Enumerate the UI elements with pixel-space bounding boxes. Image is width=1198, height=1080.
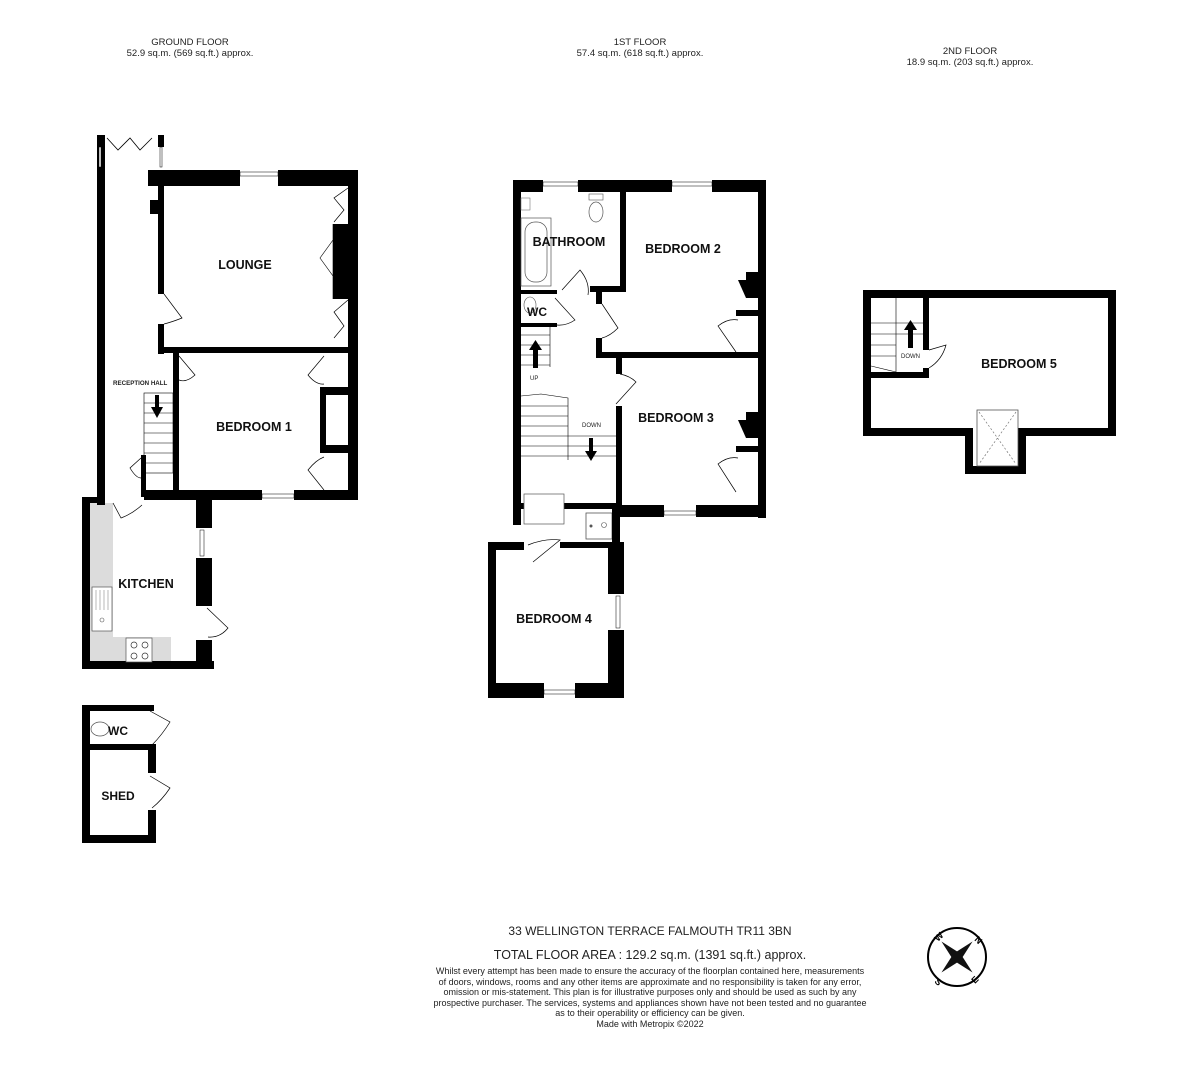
toilet-icon (90, 721, 110, 737)
first-floor-plan: BATHROOM BEDROOM 2 WC UP DOWN BEDROOM 3 … (488, 180, 766, 698)
room-label-outside-wc: WC (108, 724, 128, 738)
stairs-down-label: DOWN (582, 423, 601, 429)
toilet-icon (588, 201, 604, 223)
kitchen-worktop (89, 503, 113, 661)
floor-name: 1ST FLOOR (613, 37, 667, 48)
disclaimer-line: Whilst every attempt has been made to en… (435, 966, 865, 976)
sink-icon (91, 586, 113, 632)
room-label-reception-hall: RECEPTION HALL (113, 380, 168, 387)
made-with-credit: Made with Metropix ©2022 (596, 1018, 704, 1029)
compass-north: N (973, 934, 985, 946)
compass-east: E (969, 974, 980, 985)
disclaimer-line: prospective purchaser. The services, sys… (433, 997, 867, 1008)
bath-icon (520, 217, 552, 287)
disclaimer-line: as to their operability or efficiency ca… (555, 1008, 745, 1019)
room-label-bathroom: BATHROOM (533, 235, 606, 249)
second-floor-plan: DOWN BEDROOM 5 (863, 290, 1116, 474)
first-floor-header: 1ST FLOOR 57.4 sq.m. (618 sq.ft.) approx… (540, 37, 740, 59)
room-label-lounge: LOUNGE (218, 258, 271, 272)
floor-area: 18.9 sq.m. (203 sq.ft.) approx. (906, 57, 1034, 68)
property-address: 33 WELLINGTON TERRACE FALMOUTH TR11 3BN (508, 924, 792, 938)
room-label-bedroom-1: BEDROOM 1 (216, 420, 292, 434)
floor-name: 2ND FLOOR (942, 46, 998, 57)
disclaimer-line: omission or mis-statement. This plan is … (443, 987, 857, 998)
stairs-up-label: UP (530, 376, 538, 382)
total-floor-area: TOTAL FLOOR AREA : 129.2 sq.m. (1391 sq.… (493, 948, 807, 962)
floor-name: GROUND FLOOR (151, 37, 229, 48)
room-label-kitchen: KITCHEN (118, 577, 174, 591)
floor-area: 52.9 sq.m. (569 sq.ft.) approx. (126, 48, 254, 59)
disclaimer-line: of doors, windows, rooms and any other i… (438, 976, 862, 987)
stairs-down-label: DOWN (901, 354, 920, 360)
floor-area: 57.4 sq.m. (618 sq.ft.) approx. (576, 48, 704, 59)
room-label-bedroom-4: BEDROOM 4 (516, 612, 592, 626)
room-label-bedroom-5: BEDROOM 5 (981, 357, 1057, 371)
ground-floor-header: GROUND FLOOR 52.9 sq.m. (569 sq.ft.) app… (90, 37, 290, 59)
disclaimer: Whilst every attempt has been made to en… (420, 966, 880, 1030)
second-floor-header: 2ND FLOOR 18.9 sq.m. (203 sq.ft.) approx… (870, 46, 1070, 68)
compass-icon: W N S E (927, 927, 987, 988)
compass-south: S (933, 976, 944, 987)
room-label-bedroom-3: BEDROOM 3 (638, 411, 714, 425)
ground-floor-plan: LOUNGE BEDROOM 1 RECEPTION HALL KITCHEN … (82, 135, 358, 843)
room-label-first-wc: WC (527, 305, 547, 319)
hob-icon (125, 637, 153, 663)
room-label-bedroom-2: BEDROOM 2 (645, 242, 721, 256)
room-label-shed: SHED (101, 789, 135, 803)
